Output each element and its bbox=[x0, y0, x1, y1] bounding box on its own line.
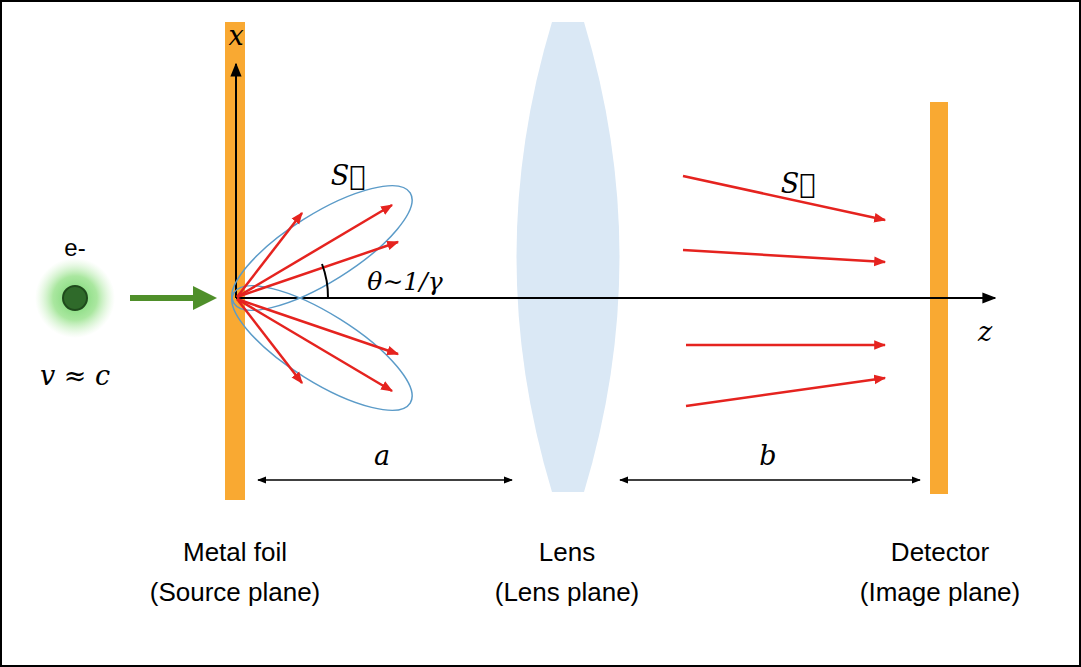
electron bbox=[63, 286, 87, 310]
electron-glow bbox=[35, 258, 115, 338]
dimension-label: a bbox=[374, 441, 390, 471]
dimension-a bbox=[258, 479, 512, 481]
part-name: Detector bbox=[891, 538, 989, 567]
part-name: (Image plane) bbox=[860, 578, 1020, 607]
axis-label: x bbox=[228, 21, 243, 51]
angle-label: θ∼1/γ bbox=[367, 268, 442, 296]
dimension-label: b bbox=[759, 441, 776, 471]
metal-foil bbox=[225, 22, 245, 500]
lens bbox=[517, 22, 620, 492]
velocity-arrow bbox=[130, 295, 205, 301]
x-axis bbox=[235, 64, 237, 298]
particle-label: e- bbox=[64, 235, 85, 261]
dimension-b bbox=[620, 479, 920, 481]
part-name: Lens bbox=[539, 538, 595, 567]
axis-label: z bbox=[978, 317, 992, 347]
vector-label: S⃗ bbox=[331, 161, 366, 191]
part-name: (Lens plane) bbox=[495, 578, 640, 607]
z-axis bbox=[236, 297, 995, 299]
part-name: (Source plane) bbox=[150, 578, 321, 607]
angle-arc bbox=[322, 264, 328, 298]
vector-label: S⃗ bbox=[781, 169, 816, 199]
poynting-arrows bbox=[237, 176, 885, 406]
velocity-label: v ≈ c bbox=[40, 361, 110, 391]
part-name: Metal foil bbox=[183, 538, 287, 567]
